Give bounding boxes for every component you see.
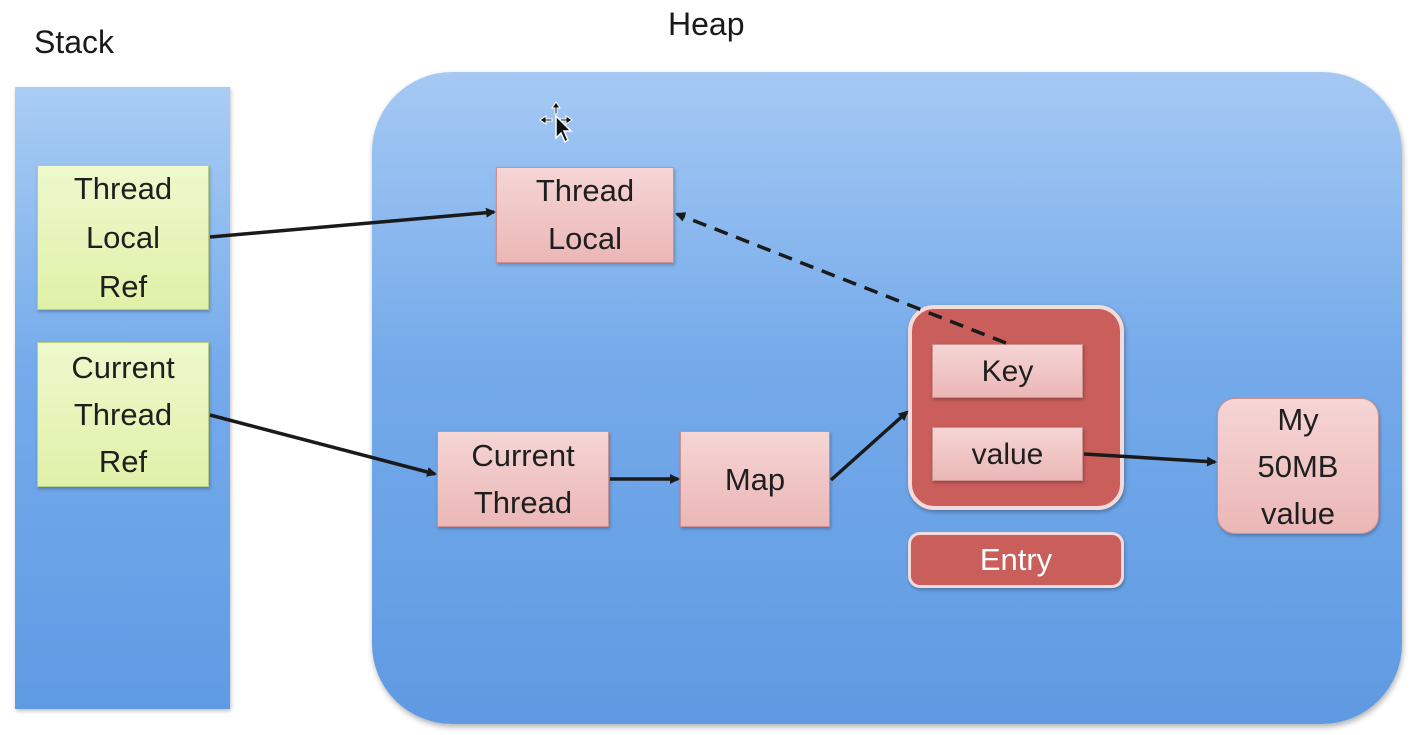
current-thread-object: Current Thread (437, 431, 609, 527)
thread-local-ref-box: Thread Local Ref (37, 165, 209, 310)
entry-label: Entry (908, 532, 1124, 588)
entry-value-text: value (971, 437, 1044, 471)
current-thread-object-text: Current Thread (471, 438, 575, 520)
big-value-object-text: My 50MB value (1257, 401, 1339, 531)
current-thread-ref-text: Current Thread Ref (71, 350, 175, 479)
move-cursor-icon (539, 101, 573, 144)
stack-label: Stack (34, 24, 115, 60)
thread-local-object: Thread Local (496, 167, 674, 263)
heap-label: Heap (668, 6, 745, 42)
thread-local-object-text: Thread Local (535, 173, 635, 256)
thread-local-ref-text: Thread Local Ref (73, 171, 173, 304)
current-thread-ref-box: Current Thread Ref (37, 342, 209, 487)
entry-key-text: Key (981, 354, 1034, 388)
big-value-object: My 50MB value (1217, 398, 1379, 534)
map-object-text: Map (724, 461, 786, 497)
map-object: Map (680, 431, 830, 527)
entry-key-field: Key (932, 344, 1083, 398)
entry-value-field: value (932, 427, 1083, 481)
